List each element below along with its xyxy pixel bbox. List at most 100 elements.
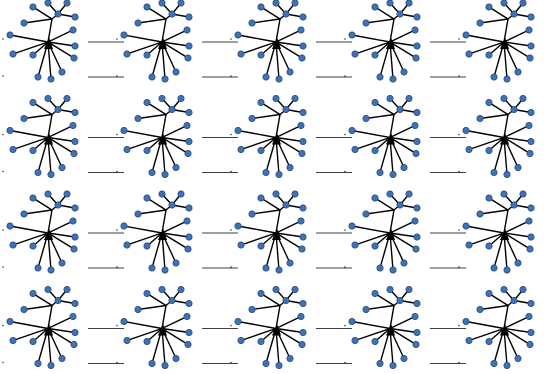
tree-edge: [240, 41, 277, 55]
node-icon: [371, 51, 379, 59]
tree-edge: [479, 18, 509, 24]
tree-edge: [137, 209, 167, 215]
node-icon: [257, 290, 265, 298]
node-icon: [525, 121, 533, 129]
tree-edge: [161, 41, 189, 59]
node-icon: [185, 137, 193, 145]
stray-dot: [2, 324, 4, 327]
node-icon: [476, 114, 484, 122]
stray-dot: [116, 75, 118, 77]
node-icon: [297, 26, 305, 34]
tree-edge: [503, 41, 532, 47]
node-icon: [9, 241, 17, 249]
node-icon: [527, 233, 535, 241]
tree-edge: [240, 327, 277, 342]
stray-dot: [458, 266, 460, 268]
tree-edge: [275, 220, 302, 234]
stray-dot: [230, 75, 232, 77]
node-icon: [465, 50, 473, 58]
node-icon: [134, 210, 142, 218]
node-icon: [386, 0, 394, 7]
tree-edge: [365, 113, 395, 120]
node-icon: [29, 146, 37, 154]
node-icon: [490, 360, 498, 368]
node-icon: [297, 312, 305, 320]
tree-edge: [503, 136, 531, 155]
tree-edge: [240, 232, 277, 246]
node-icon: [490, 264, 498, 272]
node-icon: [44, 94, 52, 103]
stray-dot: [116, 324, 118, 327]
tree-edge: [12, 232, 49, 246]
node-icon: [282, 201, 290, 209]
node-icon: [172, 164, 180, 172]
node-icon: [257, 242, 265, 250]
node-icon: [405, 190, 413, 198]
node-icon: [412, 54, 420, 62]
node-icon: [348, 126, 356, 134]
tree-edge: [12, 136, 49, 151]
node-icon: [291, 190, 299, 198]
stray-dot: [116, 361, 118, 364]
node-icon: [70, 149, 78, 157]
node-icon: [291, 285, 299, 294]
node-icon: [376, 73, 384, 81]
tree-figure: [230, 285, 352, 370]
stray-dot: [458, 133, 460, 136]
node-icon: [376, 360, 384, 368]
node-icon: [71, 233, 79, 241]
node-icon: [143, 194, 151, 202]
tree-edge: [351, 129, 391, 139]
tree-edge: [47, 29, 74, 43]
node-icon: [527, 328, 535, 336]
tree-edge: [161, 29, 188, 43]
node-icon: [161, 171, 169, 179]
node-icon: [286, 164, 294, 172]
node-icon: [272, 190, 280, 198]
node-icon: [413, 204, 421, 212]
tree-edge: [23, 18, 53, 24]
node-icon: [485, 337, 493, 345]
node-icon: [476, 305, 484, 313]
node-icon: [503, 266, 511, 274]
tree-edge: [23, 304, 53, 311]
node-icon: [299, 137, 307, 145]
node-icon: [20, 114, 28, 122]
node-icon: [514, 68, 522, 76]
node-icon: [348, 222, 356, 230]
stray-dot: [344, 170, 346, 173]
node-icon: [58, 355, 66, 363]
stray-dot: [230, 133, 232, 136]
node-icon: [405, 94, 413, 103]
tree-edge: [488, 197, 509, 211]
node-icon: [299, 204, 307, 212]
tree-edge: [503, 232, 532, 238]
node-icon: [63, 285, 71, 294]
tree-edge: [389, 29, 416, 43]
node-icon: [291, 0, 299, 7]
node-icon: [411, 121, 419, 129]
node-icon: [272, 0, 280, 7]
node-icon: [71, 137, 79, 145]
node-icon: [54, 10, 62, 18]
node-icon: [148, 264, 156, 272]
soma-icon: [44, 37, 53, 49]
node-icon: [485, 51, 493, 59]
stray-dot: [344, 229, 346, 231]
tree-edge: [237, 320, 277, 330]
tree-edge: [365, 18, 395, 24]
node-icon: [257, 3, 265, 11]
stray-dot: [2, 75, 4, 77]
tree-edge: [47, 124, 74, 139]
soma-icon: [158, 132, 167, 145]
node-icon: [185, 108, 193, 116]
stray-dot: [116, 229, 118, 231]
node-icon: [291, 94, 299, 103]
node-icon: [257, 194, 265, 202]
node-icon: [500, 285, 508, 294]
tree-edge: [161, 136, 190, 143]
node-icon: [485, 242, 493, 250]
node-icon: [257, 337, 265, 345]
tree-edge: [488, 6, 509, 20]
